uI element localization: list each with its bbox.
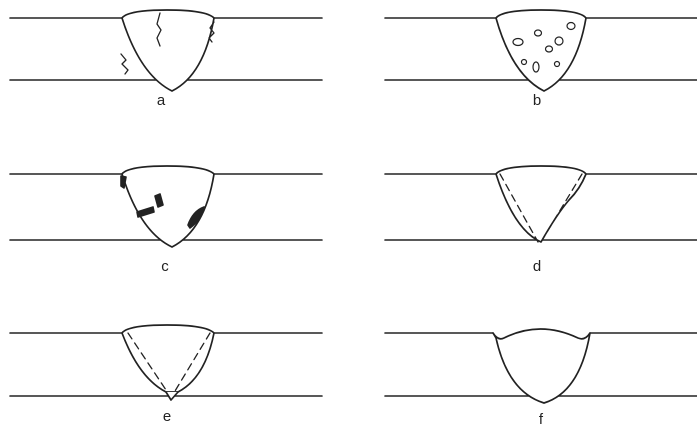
groove-edge-right [171, 332, 211, 397]
groove-edge-left [127, 332, 171, 397]
panel-c: c [9, 165, 323, 275]
slag-inclusion [154, 193, 164, 208]
porosity-pore [512, 37, 524, 47]
porosity-pore [533, 29, 543, 37]
crack-toe-right [208, 21, 215, 43]
porosity-pore [554, 36, 564, 46]
panel-a: a [9, 9, 323, 109]
porosity-pore [520, 58, 528, 66]
slag-inclusion [136, 206, 155, 218]
weld-bead [495, 165, 587, 243]
weld-bead [121, 165, 215, 248]
panel-e: e [9, 324, 323, 425]
panel-label-a: a [157, 92, 166, 109]
panel-label-b: b [533, 92, 541, 109]
crack-heat-affected-zone [120, 53, 129, 75]
panel-label-e: e [163, 408, 171, 425]
panel-label-c: c [161, 258, 169, 275]
porosity-pore [532, 61, 540, 73]
panel-d: d [384, 165, 697, 275]
weld-bead [121, 9, 215, 92]
porosity-pore [544, 45, 554, 53]
panel-label-f: f [539, 411, 544, 427]
panel-label-d: d [533, 258, 541, 275]
weld-bead [492, 328, 591, 404]
weld-bead [121, 324, 215, 393]
panel-b: b [384, 9, 697, 109]
weld-bead [495, 9, 587, 92]
slag-inclusion [187, 206, 205, 229]
crack-centerline [156, 12, 162, 47]
porosity-pore [553, 60, 561, 68]
groove-edge-left [499, 173, 539, 243]
panel-f: f [384, 328, 697, 427]
root-notch [165, 391, 179, 401]
slag-inclusion [120, 175, 127, 189]
porosity-pore [566, 21, 576, 31]
groove-edge-right [540, 173, 583, 243]
